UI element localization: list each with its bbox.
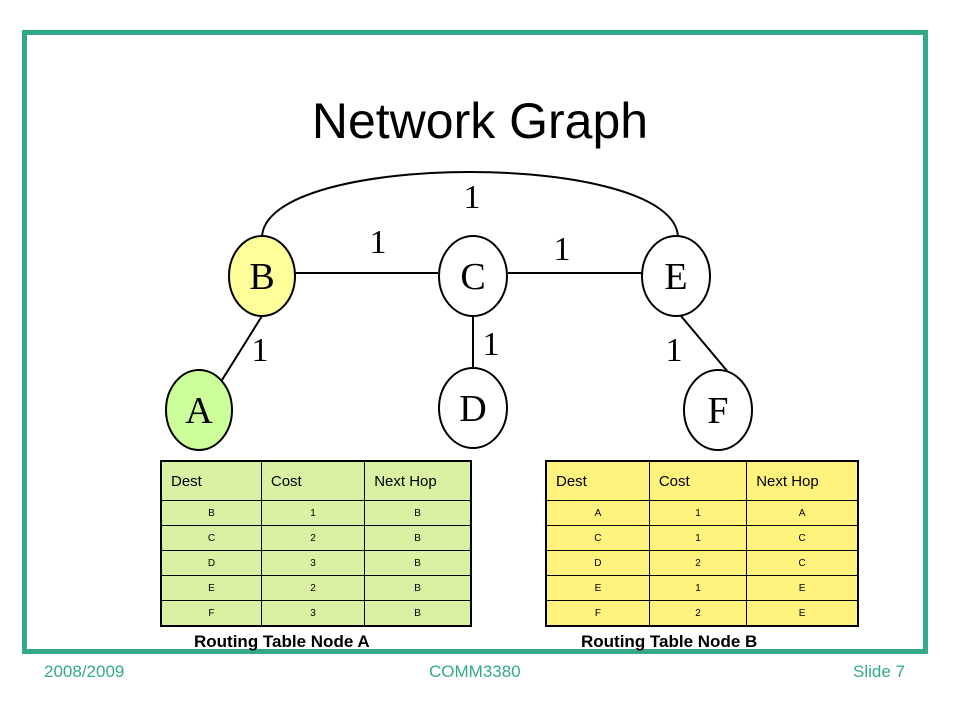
table-cell: B: [364, 525, 472, 551]
node-b-label: B: [249, 256, 274, 298]
table-cell: 1: [260, 500, 366, 526]
table-cell: B: [364, 575, 472, 601]
table-row: F 3 B: [160, 600, 472, 627]
table-cell: C: [545, 525, 650, 551]
node-f-label: F: [707, 390, 728, 432]
node-c: C: [438, 235, 508, 317]
table-row: B 1 B: [160, 500, 472, 526]
table-cell: A: [545, 500, 650, 526]
table-header-row: Dest Cost Next Hop: [160, 460, 472, 501]
table-cell: E: [160, 575, 262, 601]
column-header: Dest: [545, 460, 650, 501]
edge-weight-b-a: 1: [252, 332, 269, 369]
table-cell: C: [160, 525, 262, 551]
footer-slide-number: Slide 7: [853, 662, 905, 681]
column-header: Dest: [160, 460, 262, 501]
table-cell: F: [160, 600, 262, 627]
table-row: C 1 C: [545, 525, 859, 551]
table-cell: C: [746, 525, 859, 551]
table-cell: D: [545, 550, 650, 576]
table-cell: F: [545, 600, 650, 627]
slide-frame: [22, 30, 928, 654]
edge-weight-c-e: 1: [554, 231, 571, 268]
node-a-label: A: [185, 390, 213, 432]
table-row: E 2 B: [160, 575, 472, 601]
routing-table-node-b: Dest Cost Next Hop A 1 A C 1 C D 2 C E 1…: [545, 460, 859, 627]
column-header: Next Hop: [746, 460, 859, 501]
slide-title: Network Graph: [311, 93, 649, 149]
table-cell: 2: [260, 525, 366, 551]
node-e: E: [641, 235, 711, 317]
edge-weight-c-d: 1: [483, 326, 500, 363]
table-cell: 3: [260, 550, 366, 576]
table-cell: B: [364, 600, 472, 627]
node-e-label: E: [664, 256, 687, 298]
table-cell: 2: [260, 575, 366, 601]
routing-table-node-a: Dest Cost Next Hop B 1 B C 2 B D 3 B E 2…: [160, 460, 472, 627]
footer-course: COMM3380: [429, 662, 521, 681]
table-caption-node-a: Routing Table Node A: [194, 632, 370, 651]
table-cell: E: [746, 575, 859, 601]
table-cell: B: [160, 500, 262, 526]
table-cell: B: [364, 500, 472, 526]
edge-weight-b-e: 1: [464, 179, 481, 216]
table-cell: A: [746, 500, 859, 526]
table-cell: 2: [648, 550, 748, 576]
column-header: Next Hop: [364, 460, 472, 501]
table-cell: 3: [260, 600, 366, 627]
table-cell: D: [160, 550, 262, 576]
table-cell: 1: [648, 575, 748, 601]
table-cell: 2: [648, 600, 748, 627]
footer-date: 2008/2009: [44, 662, 125, 681]
edge-weight-e-f: 1: [666, 332, 683, 369]
table-cell: 1: [648, 500, 748, 526]
node-f: F: [683, 369, 753, 451]
table-row: E 1 E: [545, 575, 859, 601]
table-row: F 2 E: [545, 600, 859, 627]
table-cell: B: [364, 550, 472, 576]
node-c-label: C: [460, 256, 485, 298]
edge-b-e: [261, 171, 679, 239]
table-row: D 3 B: [160, 550, 472, 576]
node-d-label: D: [459, 388, 486, 430]
column-header: Cost: [260, 460, 366, 501]
node-b: B: [228, 235, 296, 317]
table-cell: E: [545, 575, 650, 601]
table-caption-node-b: Routing Table Node B: [581, 632, 758, 651]
table-cell: C: [746, 550, 859, 576]
table-row: C 2 B: [160, 525, 472, 551]
table-row: A 1 A: [545, 500, 859, 526]
column-header: Cost: [648, 460, 748, 501]
table-header-row: Dest Cost Next Hop: [545, 460, 859, 501]
table-cell: 1: [648, 525, 748, 551]
edge-e-f: [680, 315, 729, 373]
node-a: A: [165, 369, 233, 451]
table-cell: E: [746, 600, 859, 627]
node-d: D: [438, 367, 508, 449]
table-row: D 2 C: [545, 550, 859, 576]
edge-weight-b-c: 1: [370, 224, 387, 261]
